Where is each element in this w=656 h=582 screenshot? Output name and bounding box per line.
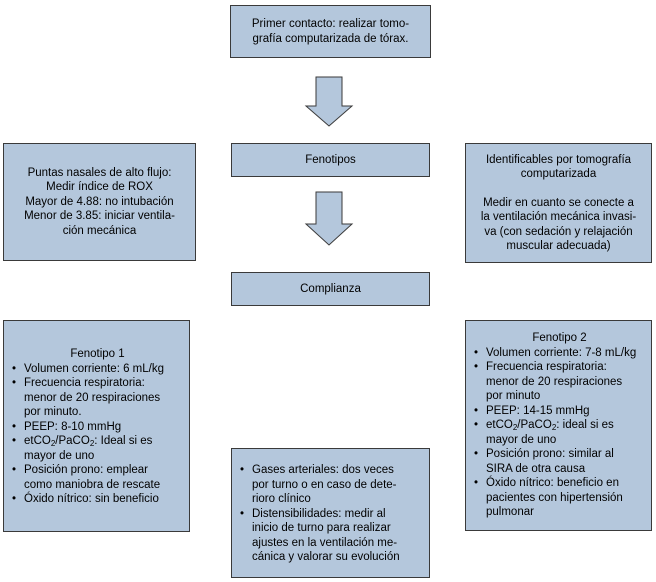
text-line: Volumen corriente: 6 mL/kg [24, 362, 164, 375]
text-line: muscular adecuada) [506, 240, 611, 252]
text-line: Menor de 3.85: iniciar ventila- [24, 210, 175, 223]
text-line: etCO2/PaCO2: ideal si es [486, 419, 614, 432]
text-line: Puntas nasales de alto flujo: [27, 166, 172, 179]
list-item: Posición prono: emplear como maniobra de… [10, 463, 185, 492]
text-line: Medir índice de ROX [46, 181, 153, 194]
text-line: PEEP: 8-10 mmHg [24, 420, 122, 433]
puntas-nasales-box: Puntas nasales de alto flujo: Medir índi… [3, 143, 196, 261]
text-line: Medir en cuanto se conecte a [483, 196, 634, 209]
text-line: por minuto. [24, 406, 82, 418]
gases-list: Gases arteriales: dos veces por turno o … [238, 463, 425, 565]
text-line: pacientes con hipertensión [486, 491, 623, 504]
text-line: rioro clínico [252, 493, 311, 505]
fenotipo-2-title: Fenotipo 2 [532, 332, 587, 344]
list-item: PEEP: 14-15 mmHg [472, 404, 647, 419]
text-line: mayor de uno [486, 433, 557, 446]
text-line: Frecuencia respiratoria: [24, 377, 145, 389]
text-line: PEEP: 14-15 mmHg [486, 404, 590, 417]
list-item: Óxido nítrico: beneficio en pacientes co… [472, 476, 647, 520]
list-item: Volumen corriente: 6 mL/kg [10, 362, 185, 377]
down-arrow-2 [304, 191, 354, 246]
list-item: Volumen corriente: 7-8 mL/kg [472, 346, 647, 361]
complianza-box: Complianza [231, 272, 430, 306]
fenotipo-1-title: Fenotipo 1 [70, 348, 125, 360]
text-line: Posición prono: similar al [486, 448, 614, 460]
text-line: Posición prono: emplear [24, 464, 149, 476]
list-item: Gases arteriales: dos veces por turno o … [238, 463, 425, 507]
fenotipo-1-list: Volumen corriente: 6 mL/kg Frecuencia re… [10, 362, 185, 507]
text-line: ajustes en la ventilación me- [252, 536, 398, 549]
identificables-box: Identificables por tomografía computariz… [465, 143, 652, 263]
text-line: va (con sedación y relajación [484, 225, 633, 238]
list-item: Óxido nítrico: sin beneficio [10, 492, 185, 507]
fenotipo-2-list: Volumen corriente: 7-8 mL/kg Frecuencia … [472, 346, 647, 520]
text-line: etCO2/PaCO2: Ideal si es [24, 435, 153, 448]
text-line: Mayor de 4.88: no intubación [25, 195, 174, 208]
text-line: por turno o en caso de dete- [252, 478, 397, 491]
list-item: Frecuencia respiratoria: menor de 20 res… [472, 360, 647, 404]
down-arrow-1 [304, 76, 354, 127]
fenotipos-label: Fenotipos [305, 153, 356, 166]
list-item: etCO2/PaCO2: Ideal si es mayor de uno [10, 434, 185, 463]
text-line: mayor de uno [24, 449, 95, 462]
text-line: Distensibilidades: medir al [252, 507, 386, 520]
text-line: pulmonar [486, 506, 534, 518]
text-line: Volumen corriente: 7-8 mL/kg [486, 346, 637, 359]
fenotipos-box: Fenotipos [231, 143, 430, 177]
text-line: grafía computarizada de tórax. [252, 32, 409, 45]
text-line: Óxido nítrico: sin beneficio [24, 493, 159, 505]
text-line: Frecuencia respiratoria: [486, 361, 607, 373]
text-line: SIRA de otra causa [486, 462, 586, 475]
list-item: etCO2/PaCO2: ideal si es mayor de uno [472, 418, 647, 447]
list-item: Frecuencia respiratoria: menor de 20 res… [10, 376, 185, 420]
list-item: PEEP: 8-10 mmHg [10, 420, 185, 435]
text-line: Identificables por tomografía [485, 153, 632, 166]
text-line: Gases arteriales: dos veces [252, 464, 394, 476]
fenotipo-2-box: Fenotipo 2 Volumen corriente: 7-8 mL/kg … [465, 320, 652, 531]
text-line: ción mecánica [62, 224, 137, 237]
text-line: inicio de turno para realizar [252, 522, 391, 534]
list-item: Distensibilidades: medir al inicio de tu… [238, 507, 425, 565]
primer-contacto-box: Primer contacto: realizar tomo- grafía c… [230, 5, 431, 58]
text-line: Óxido nítrico: beneficio en [486, 477, 619, 489]
text-line: por minuto [486, 390, 541, 402]
complianza-label: Complianza [300, 282, 361, 295]
text-line: como maniobra de rescate [24, 478, 161, 491]
gases-box: Gases arteriales: dos veces por turno o … [231, 448, 430, 578]
list-item: Posición prono: similar al SIRA de otra … [472, 447, 647, 476]
text-line: computarizada [520, 168, 597, 180]
fenotipo-1-box: Fenotipo 1 Volumen corriente: 6 mL/kg Fr… [3, 320, 190, 532]
text-line: cánica y valorar su evolución [252, 551, 400, 563]
text-line: la ventilación mecánica invasi- [480, 211, 637, 223]
text-line: menor de 20 respiraciones [486, 375, 623, 388]
text-line: menor de 20 respiraciones [24, 391, 161, 404]
text-line: Primer contacto: realizar tomo- [251, 18, 410, 30]
